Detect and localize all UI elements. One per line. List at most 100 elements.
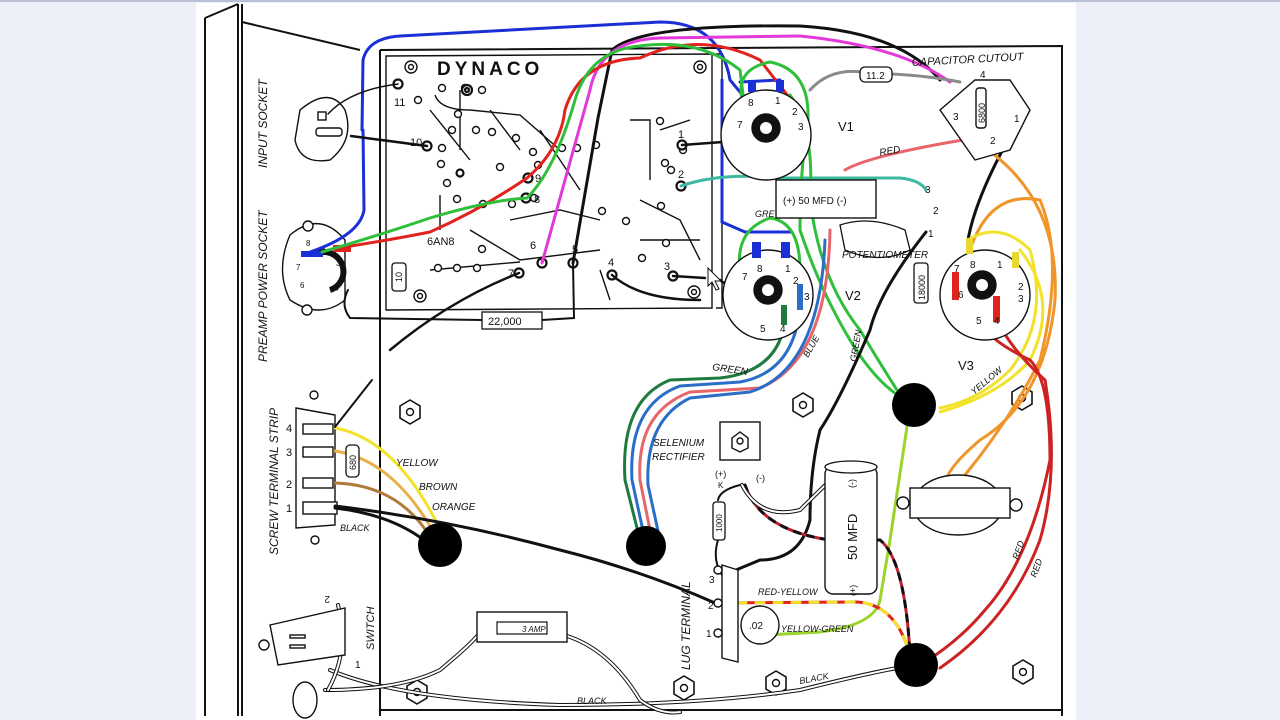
wire-black-4	[610, 273, 702, 302]
wire-blue-lower	[308, 128, 366, 254]
svg-text:3: 3	[709, 575, 715, 586]
wire-grey	[808, 69, 962, 92]
svg-text:2: 2	[793, 276, 799, 287]
svg-text:11.2: 11.2	[866, 71, 885, 82]
tube-socket-v2	[722, 242, 814, 341]
wire-black-11	[327, 83, 399, 115]
svg-text:22,000: 22,000	[488, 316, 522, 328]
svg-text:1: 1	[678, 129, 684, 141]
preamp-power-socket	[281, 220, 347, 316]
wire-bundle-green	[623, 298, 787, 542]
wire-blue-v1b	[738, 78, 782, 84]
tube-socket-v2-pins: 8 1 2 3 4 5 7	[742, 264, 810, 335]
capacitor-cutout-label: CAPACITOR CUTOUT	[912, 51, 1026, 69]
svg-text:7: 7	[742, 272, 748, 283]
wire-brown-strip	[333, 481, 434, 542]
switch-numbers: 2 1	[324, 593, 361, 671]
svg-text:1: 1	[775, 96, 781, 107]
wire-yellow-strip	[333, 426, 447, 542]
resistor-11-2: 11.2	[859, 66, 893, 83]
svg-text:1: 1	[928, 229, 934, 240]
tube-v1-label: V1	[838, 119, 854, 134]
lug-terminal-label: LUG TERMINAL	[679, 581, 693, 670]
selenium-label: SELENIUM	[653, 438, 705, 449]
svg-text:680: 680	[348, 455, 358, 470]
svg-text:3: 3	[798, 122, 804, 133]
svg-text:4: 4	[608, 257, 614, 269]
svg-text:6: 6	[300, 281, 305, 290]
wire-white-fuse	[323, 633, 480, 692]
wire-orange-2	[963, 197, 1054, 477]
svg-text:.02: .02	[749, 621, 763, 632]
choke-transformer	[896, 474, 1023, 536]
wire-black-3	[671, 274, 707, 280]
potentiometer-label: POTENTIOMETER	[842, 250, 928, 261]
svg-text:BLACK: BLACK	[577, 696, 608, 706]
switch-label: SWITCH	[365, 607, 377, 650]
power-switch	[258, 607, 346, 719]
svg-text:1000: 1000	[715, 514, 724, 532]
svg-text:7: 7	[737, 120, 743, 131]
wire-black-7	[388, 271, 521, 352]
tube-v3-label: V3	[958, 358, 974, 373]
svg-text:(-): (-)	[847, 479, 857, 488]
wire-red-pair	[336, 43, 797, 250]
capacitor-lug-numbers: 4 3 2 1	[953, 70, 1020, 147]
capacitor-50mfd-horizontal: (+) 50 MFD (-)	[775, 179, 877, 219]
svg-text:3: 3	[804, 292, 810, 303]
svg-text:GRE: GRE	[755, 209, 776, 219]
svg-text:8: 8	[306, 239, 311, 248]
svg-text:8: 8	[534, 194, 540, 206]
wire-green-v2	[737, 216, 802, 272]
preamp-power-socket-label: PREAMP POWER SOCKET	[256, 209, 270, 362]
svg-text:1: 1	[785, 264, 791, 275]
svg-text:3: 3	[953, 112, 959, 123]
resistor-10: 10	[391, 262, 407, 292]
svg-text:50 MFD: 50 MFD	[845, 514, 860, 560]
svg-text:6: 6	[958, 290, 964, 301]
wire-yellow-v3a	[938, 230, 1039, 410]
svg-text:RED: RED	[879, 144, 902, 159]
svg-text:3: 3	[286, 447, 292, 459]
window-top-border	[0, 0, 1280, 2]
input-socket	[294, 96, 349, 162]
svg-text:4: 4	[780, 324, 786, 335]
potentiometer-lug-numbers: 3 2 1	[925, 185, 939, 240]
wire-red-cap	[843, 136, 977, 172]
wire-black-pot	[722, 230, 928, 577]
svg-text:2: 2	[708, 601, 714, 612]
wire-black-board	[571, 48, 614, 265]
wire-red-yellow-stripe	[718, 600, 912, 657]
selenium-rectifier	[719, 421, 761, 461]
wire-red-v3b	[938, 298, 1053, 670]
svg-text:5: 5	[976, 316, 982, 327]
svg-text:8: 8	[748, 98, 754, 109]
wire-black-10	[349, 134, 429, 148]
dynaco-logo: DYNACO	[437, 59, 543, 80]
wire-black-strip-long	[333, 504, 717, 605]
resistor-22000: 22,000	[481, 311, 543, 330]
wire-white-fuse-r-in	[566, 635, 681, 714]
svg-text:4: 4	[980, 70, 986, 81]
svg-text:2: 2	[990, 136, 996, 147]
svg-text:2: 2	[933, 206, 939, 217]
svg-text:GREEN: GREEN	[712, 362, 750, 378]
wire-blue-v1	[720, 78, 792, 234]
terminal-strip-numbers: 4 3 2 1	[286, 423, 292, 515]
svg-text:3: 3	[336, 259, 341, 268]
svg-text:2: 2	[678, 169, 684, 181]
svg-text:YELLOW: YELLOW	[396, 458, 439, 469]
lug-terminal-numbers: 3 2 1	[706, 575, 715, 640]
svg-text:1: 1	[997, 260, 1003, 271]
rectifier-k-label: K	[718, 481, 724, 490]
svg-text:BROWN: BROWN	[419, 482, 458, 493]
svg-text:2: 2	[792, 107, 798, 118]
svg-text:8: 8	[970, 260, 976, 271]
svg-text:2: 2	[1018, 282, 1024, 293]
svg-text:3 AMP: 3 AMP	[522, 625, 546, 634]
svg-text:8: 8	[757, 264, 763, 275]
capacitor-50mfd-vertical: 50 MFD (+) (-)	[824, 460, 878, 596]
wire-bundle-blue2	[646, 238, 827, 542]
resistor-18000: 18000	[913, 262, 929, 304]
